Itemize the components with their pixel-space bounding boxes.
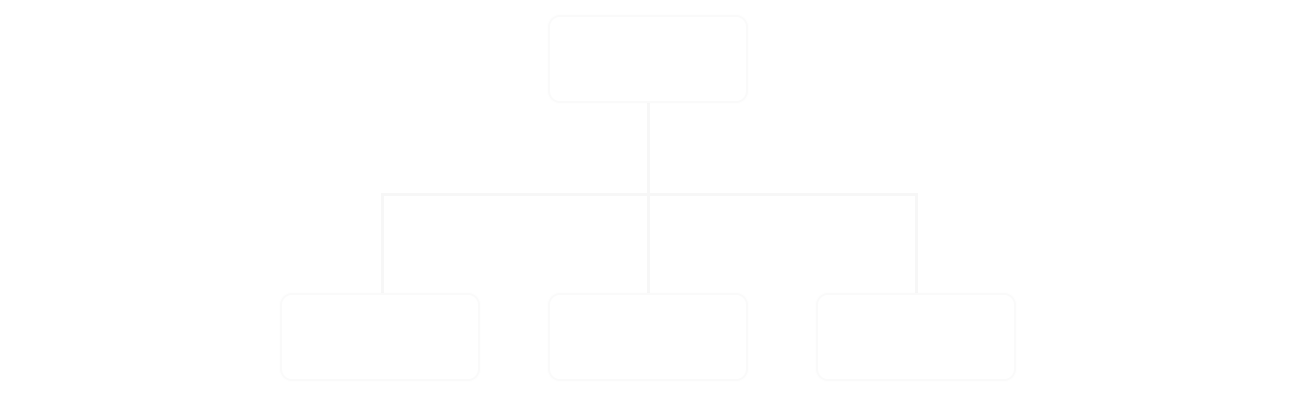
root-node[interactable] (548, 15, 748, 103)
connector-root-vertical (647, 103, 650, 195)
child-node-right[interactable] (816, 293, 1016, 381)
child-node-left[interactable] (280, 293, 480, 381)
connector-left-vertical (381, 193, 384, 293)
child-node-middle[interactable] (548, 293, 748, 381)
connector-middle-vertical (647, 193, 650, 293)
connector-right-vertical (915, 193, 918, 293)
